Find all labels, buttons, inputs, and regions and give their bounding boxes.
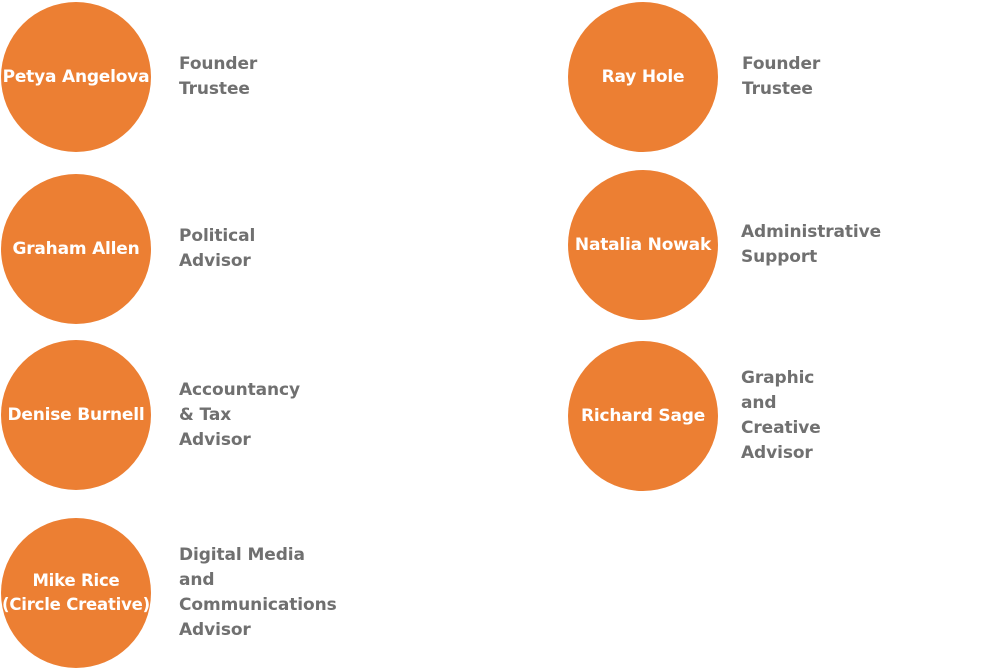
- member-name-circle: Mike Rice (Circle Creative): [1, 518, 151, 668]
- member-name-circle: Ray Hole: [568, 2, 718, 152]
- member-name-circle: Richard Sage: [568, 341, 718, 491]
- member-role: Founder Trustee: [742, 2, 820, 152]
- member-role-text: Administrative Support: [741, 222, 882, 267]
- member-role: Political Advisor: [179, 174, 255, 324]
- member-name-circle: Denise Burnell: [1, 340, 151, 490]
- member-name-circle: Graham Allen: [1, 174, 151, 324]
- member-role-text: Accountancy & Tax Advisor: [179, 379, 300, 450]
- member-role: Founder Trustee: [179, 2, 257, 152]
- member-role: Administrative Support: [741, 170, 881, 320]
- member-role: Graphic and Creative Advisor: [741, 341, 821, 491]
- member-role-text: Graphic and Creative Advisor: [741, 368, 821, 463]
- member-name-circle: Natalia Nowak: [568, 170, 718, 320]
- member-role-text: Political Advisor: [179, 226, 256, 271]
- member-name-circle: Petya Angelova: [1, 2, 151, 152]
- member-role-text: Founder Trustee: [179, 54, 258, 99]
- member-role-text: Founder Trustee: [742, 54, 821, 99]
- member-role: Digital Media and Communications Advisor: [179, 518, 337, 668]
- member-role: Accountancy & Tax Advisor: [179, 340, 300, 490]
- member-role-text: Digital Media and Communications Advisor: [179, 545, 337, 640]
